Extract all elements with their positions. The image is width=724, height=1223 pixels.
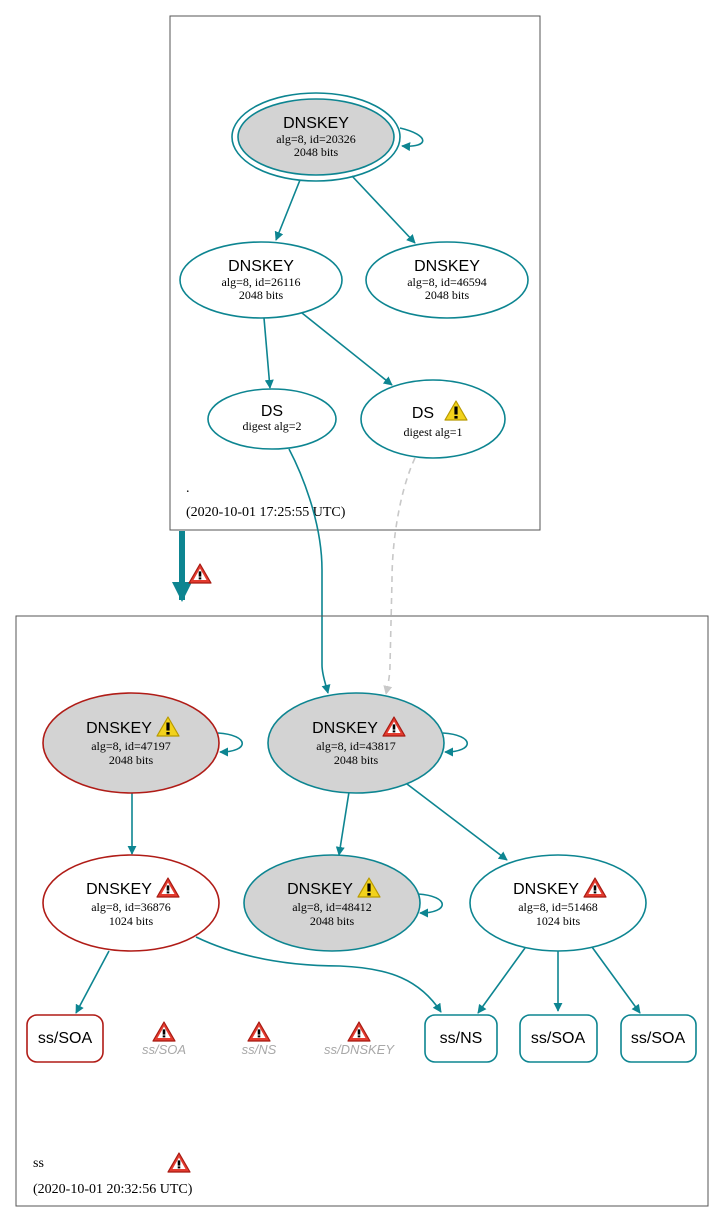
missing-rrset-ns[interactable]: ss/NS [242,1021,277,1057]
rrset-label: ss/SOA [38,1030,93,1047]
dnskey-node-43817[interactable]: DNSKEY alg=8, id=43817 2048 bits [267,692,445,794]
node-title: DNSKEY [283,115,349,132]
dnskey-node-46594[interactable]: DNSKEY alg=8, id=46594 2048 bits [365,241,529,319]
edge-self-20326 [399,127,424,152]
missing-label: ss/SOA [142,1042,186,1057]
edge-26116-ds2 [263,317,274,389]
node-key-info: alg=8, id=43817 [316,739,396,753]
node-key-info: alg=8, id=36876 [91,900,171,914]
node-key-size: 2048 bits [310,914,355,928]
node-key-info: alg=8, id=48412 [292,900,372,914]
edge-self-43817 [442,732,468,757]
root-zone: DNSKEY alg=8, id=20326 2048 bits DNSKEY … [169,15,541,531]
node-title: DNSKEY [312,720,378,737]
dnskey-node-36876[interactable]: DNSKEY alg=8, id=36876 1024 bits [42,854,220,952]
dnskey-node-20326[interactable]: DNSKEY alg=8, id=20326 2048 bits [231,92,401,182]
rrset-label: ss/NS [440,1030,483,1047]
dnskey-node-51468[interactable]: DNSKEY alg=8, id=51468 1024 bits [469,854,647,952]
node-title: DNSKEY [287,881,353,898]
ds-node-digest-1[interactable]: DS digest alg=1 [360,379,506,459]
node-key-info: alg=8, id=26116 [221,275,300,289]
node-title: DNSKEY [86,720,152,737]
edge-20326-46594 [351,175,416,244]
edge-26116-ds1 [301,312,393,386]
missing-label: ss/NS [242,1042,277,1057]
node-title: DNSKEY [414,258,480,275]
node-key-size: 2048 bits [334,753,379,767]
node-title: DNSKEY [228,258,294,275]
node-key-info: alg=8, id=47197 [91,739,171,753]
edge-51468-ns [477,947,526,1014]
edge-51468-soa2 [591,946,641,1014]
node-title: DS [261,403,283,420]
edge-20326-26116 [274,179,301,241]
rrset-label: ss/SOA [531,1030,586,1047]
ss-zone: DNSKEY alg=8, id=47197 2048 bits DNSKEY … [15,615,709,1207]
missing-rrset-dnskey[interactable]: ss/DNSKEY [324,1021,395,1057]
node-key-size: 1024 bits [536,914,581,928]
rrset-soa-1[interactable]: ss/SOA [519,1014,598,1063]
node-key-info: alg=8, id=51468 [518,900,598,914]
edge-43817-51468 [406,783,508,861]
rrset-label: ss/SOA [631,1030,686,1047]
rrset-soa-2[interactable]: ss/SOA [620,1014,697,1063]
ss-zone-box [15,615,709,1207]
edge-self-48412 [417,893,443,918]
node-digest: digest alg=1 [403,425,462,439]
edge-43817-48412 [335,791,350,856]
dnskey-node-48412[interactable]: DNSKEY alg=8, id=48412 2048 bits [243,854,421,952]
node-key-info: alg=8, id=46594 [407,275,487,289]
zone-name: . [186,481,190,496]
rrset-ns[interactable]: ss/NS [424,1014,498,1063]
error-icon [152,1021,176,1042]
node-key-size: 2048 bits [239,288,284,302]
error-icon [247,1021,271,1042]
ds-node-digest-2[interactable]: DS digest alg=2 [207,388,337,450]
rrset-soa-red[interactable]: ss/SOA [26,1014,104,1063]
zone-error-icon [167,1152,191,1173]
node-title: DNSKEY [513,881,579,898]
dnskey-node-47197[interactable]: DNSKEY alg=8, id=47197 2048 bits [42,692,220,794]
edge-ds2-43817 [288,448,331,694]
edge-36876-ns [195,936,442,1013]
node-key-size: 2048 bits [109,753,154,767]
node-digest: digest alg=2 [242,419,301,433]
missing-rrset-soa[interactable]: ss/SOA [142,1021,186,1057]
edge-self-47197 [217,732,243,757]
edge-36876-soa [75,950,110,1014]
node-title: DNSKEY [86,881,152,898]
node-key-size: 2048 bits [425,288,470,302]
zone-name: ss [33,1156,44,1171]
node-key-size: 1024 bits [109,914,154,928]
zone-timestamp: (2020-10-01 17:25:55 UTC) [186,505,346,520]
missing-label: ss/DNSKEY [324,1042,395,1057]
node-key-size: 2048 bits [294,145,339,159]
error-icon [347,1021,371,1042]
node-key-info: alg=8, id=20326 [276,132,356,146]
delegation-error-icon [188,563,212,584]
dnskey-node-26116[interactable]: DNSKEY alg=8, id=26116 2048 bits [179,241,343,319]
node-title: DS [412,405,434,422]
zone-timestamp: (2020-10-01 20:32:56 UTC) [33,1182,193,1197]
